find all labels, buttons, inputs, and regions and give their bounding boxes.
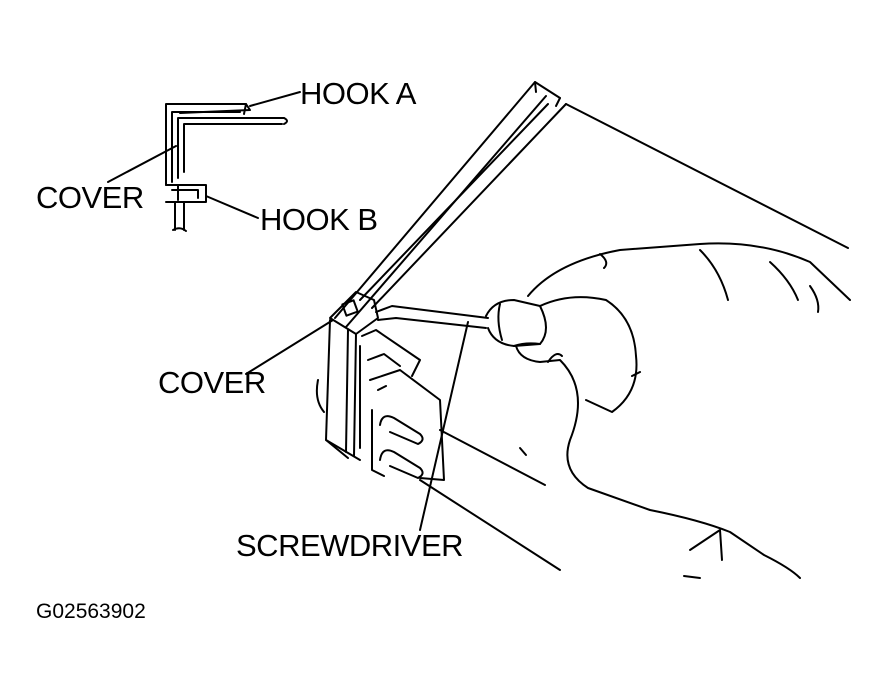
cover-cross-section-detail xyxy=(165,103,288,232)
screwdriver-label: SCREWDRIVER xyxy=(236,528,464,563)
hook-b-label: HOOK B xyxy=(260,202,378,237)
rail-housing xyxy=(334,81,849,571)
screwdriver-leader-line xyxy=(419,321,469,531)
cover-detail-label: COVER xyxy=(36,180,144,215)
cover-main-label: COVER xyxy=(158,365,266,400)
connector-block xyxy=(315,291,445,481)
cover-main-leader-line xyxy=(245,319,334,375)
screwdriver xyxy=(375,299,547,347)
hook-b-leader-line xyxy=(205,195,259,219)
hand xyxy=(513,242,851,579)
hook-a-label: HOOK A xyxy=(300,76,416,111)
figure-code: G02563902 xyxy=(36,600,146,623)
cover-detail-leader-line xyxy=(107,145,177,183)
hook-a-leader-line xyxy=(249,91,301,107)
